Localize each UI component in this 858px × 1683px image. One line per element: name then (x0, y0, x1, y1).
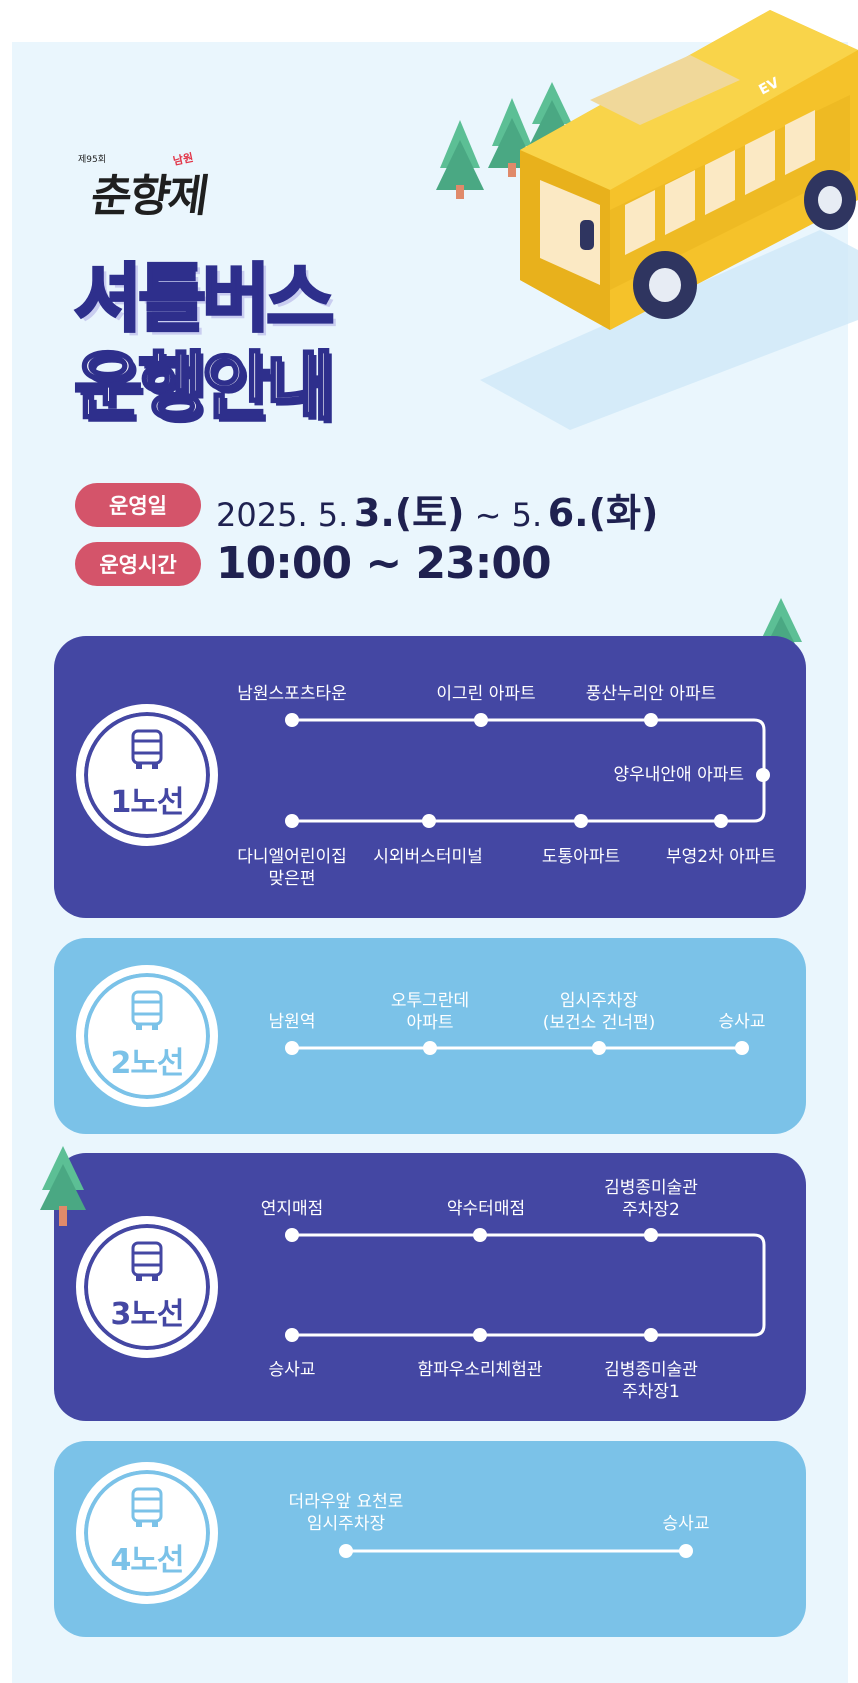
stop-dot (339, 1544, 353, 1558)
stop-dot (756, 768, 770, 782)
tree-icon (436, 120, 484, 199)
stop-label: 이그린 아파트 (436, 684, 536, 704)
stop-dot (474, 713, 488, 727)
time-label-pill: 운영시간 (75, 542, 201, 586)
stop-label: 승사교 (268, 1360, 316, 1380)
stop-dot (714, 814, 728, 828)
stop-label: 도통아파트 (541, 847, 621, 867)
stop-label: 남원스포츠타운 (237, 684, 347, 704)
operating-time: 10:00 ~ 23:00 (216, 538, 552, 589)
stop-label: 김병종미술관 주차장2 (604, 1178, 698, 1220)
tree-icon (40, 1146, 86, 1226)
stop-dot (592, 1041, 606, 1055)
date-label-pill: 운영일 (75, 483, 201, 527)
route-badge-3: 3노선 (76, 1216, 218, 1358)
stop-dot (644, 1328, 658, 1342)
route-card-3: 3노선 연지매점 약수터매점 김병종미술관 주차장2 승사교 함파우소리체험관 … (54, 1153, 806, 1421)
route-name: 3노선 (110, 1297, 184, 1332)
bus-icon (131, 1241, 163, 1281)
bus-illustration: EV (436, 10, 858, 430)
stop-dot (644, 713, 658, 727)
stop-label: 부영2차 아파트 (665, 847, 777, 867)
bus-icon (131, 729, 163, 769)
route-line-3 (285, 1228, 766, 1342)
stop-label: 다니엘어린이집 맞은편 (237, 847, 347, 889)
stop-label: 임시주차장 (보건소 건너편) (542, 991, 656, 1033)
stop-dot (735, 1041, 749, 1055)
stop-dot (285, 814, 299, 828)
route-line-2 (285, 1041, 749, 1055)
stop-label: 함파우소리체험관 (417, 1360, 543, 1380)
stop-label: 풍산누리안 아파트 (585, 684, 717, 704)
route-name: 1노선 (110, 785, 184, 820)
page-title-line2: 운행안내 (72, 344, 335, 430)
route-card-2: 2노선 남원역 오투그란데 아파트 임시주차장 (보건소 건너편) 승사교 (54, 938, 806, 1134)
operating-date: 2025. 5. 3.(토) ~ 5. 6.(화) (216, 491, 659, 535)
stop-dot (473, 1328, 487, 1342)
stop-dot (422, 814, 436, 828)
route-badge-1: 1노선 (76, 704, 218, 846)
stop-label: 더라우앞 요천로 임시주차장 (288, 1492, 404, 1534)
bus-icon (131, 1487, 163, 1527)
stop-label: 남원역 (268, 1012, 316, 1032)
route-line-1 (285, 713, 770, 828)
stop-label: 연지매점 (260, 1199, 324, 1219)
stop-dot (285, 1228, 299, 1242)
page-title-line1: 셔틀버스 (72, 256, 335, 342)
route-badge-4: 4노선 (76, 1462, 218, 1604)
logo-edition: 제95회 (78, 155, 107, 165)
stop-dot (574, 814, 588, 828)
route-line-4 (339, 1544, 693, 1558)
route-name: 4노선 (110, 1543, 184, 1578)
stop-label: 시외버스터미널 (373, 847, 483, 867)
stop-dot (644, 1228, 658, 1242)
stop-dot (285, 713, 299, 727)
route-card-1: 1노선 남원스포츠타운 이그린 아파트 풍산누리안 아파트 양우내안애 아파트 … (54, 636, 806, 918)
route-name: 2노선 (110, 1046, 184, 1081)
logo-name: 춘향제 (87, 171, 211, 222)
stop-label: 양우내안애 아파트 (613, 765, 744, 785)
stop-label: 오투그란데 아파트 (390, 991, 470, 1033)
stop-label: 약수터매점 (446, 1199, 526, 1219)
stop-label: 승사교 (662, 1514, 710, 1534)
stop-dot (285, 1328, 299, 1342)
bus-icon (131, 990, 163, 1030)
route-badge-2: 2노선 (76, 965, 218, 1107)
stop-dot (473, 1228, 487, 1242)
route-card-4: 4노선 더라우앞 요천로 임시주차장 승사교 (54, 1441, 806, 1637)
stop-dot (423, 1041, 437, 1055)
stop-label: 김병종미술관 주차장1 (604, 1360, 698, 1402)
stop-dot (679, 1544, 693, 1558)
stop-label: 승사교 (718, 1012, 766, 1032)
stop-dot (285, 1041, 299, 1055)
